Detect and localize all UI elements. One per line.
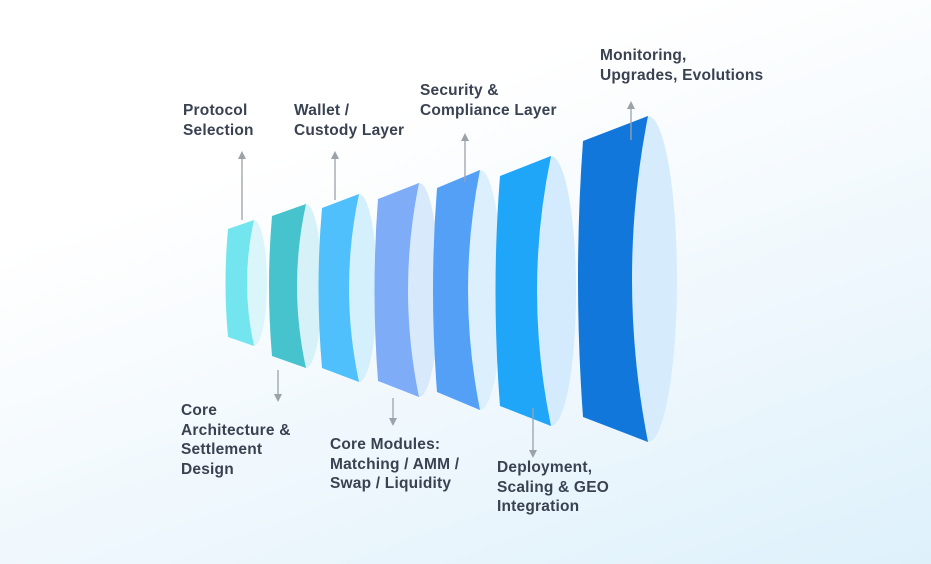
arrow-up-icon-wallet-custody <box>331 151 339 200</box>
arrow-down-icon-core-architecture <box>274 370 282 402</box>
funnel-disc-protocol-selection <box>225 220 267 346</box>
label-line: Settlement <box>181 441 263 458</box>
label-line: Custody Layer <box>294 121 405 139</box>
label-line: Security & <box>420 82 499 99</box>
label-line: Core <box>181 402 218 419</box>
label-line: Deployment, <box>497 459 593 476</box>
stage-label-core-modules: Core Modules: Matching / AMM / Swap / Li… <box>330 435 459 494</box>
stage-label-monitoring-upgrades: Monitoring, Upgrades, Evolutions <box>600 46 763 85</box>
label-line: Wallet / <box>294 102 350 119</box>
label-line: Monitoring, <box>600 47 687 64</box>
stage-label-protocol-selection: Protocol Selection <box>183 101 254 140</box>
label-line: Selection <box>183 121 254 139</box>
label-line: Swap / Liquidity <box>330 475 452 492</box>
funnel-disc-wallet-custody <box>318 194 377 382</box>
label-line: Protocol <box>183 102 248 119</box>
label-line: Scaling & GEO <box>497 478 609 496</box>
label-line: Compliance Layer <box>420 101 557 119</box>
funnel-disc-security-compliance <box>433 170 502 410</box>
stage-label-core-architecture: Core Architecture & Settlement Design <box>181 401 291 479</box>
funnel-disc-core-modules <box>374 183 439 397</box>
funnel-disc-deployment-scaling <box>495 156 576 426</box>
label-line: Core Modules: <box>330 436 441 453</box>
label-line: Architecture & <box>181 421 291 439</box>
arrow-down-icon-deployment-scaling <box>529 408 537 458</box>
arrow-up-icon-security-compliance <box>461 133 469 182</box>
label-line: Design <box>181 460 234 478</box>
arrow-up-icon-protocol-selection <box>238 151 246 220</box>
funnel-disc-core-architecture <box>269 204 322 368</box>
stage-label-security-compliance: Security & Compliance Layer <box>420 81 557 120</box>
stage-label-wallet-custody: Wallet / Custody Layer <box>294 101 404 140</box>
label-line: Upgrades, Evolutions <box>600 66 764 84</box>
arrow-up-icon-monitoring-upgrades <box>627 101 635 140</box>
label-line: Matching / AMM / <box>330 455 460 473</box>
label-line: Integration <box>497 498 580 515</box>
funnel-disc-monitoring-upgrades <box>578 116 677 442</box>
arrow-down-icon-core-modules <box>389 398 397 426</box>
stage-label-deployment-scaling: Deployment, Scaling & GEO Integration <box>497 458 609 517</box>
